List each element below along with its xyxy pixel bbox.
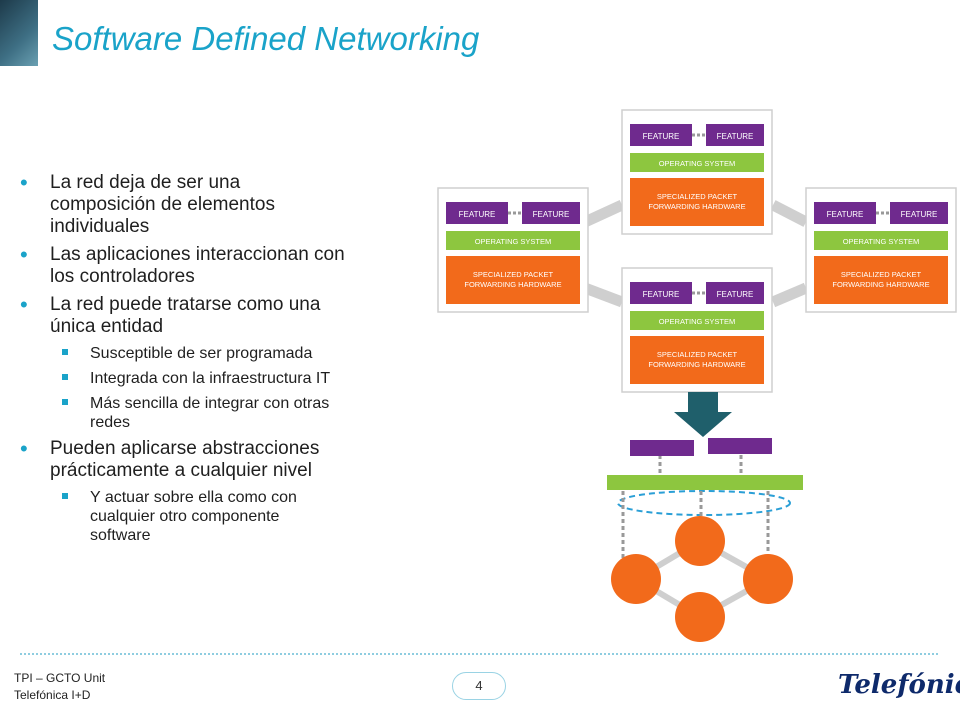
feature-block-left — [630, 124, 692, 146]
sub-bullet-item: Integrada con la infraestructura IT — [20, 369, 420, 388]
hardware-layer — [446, 256, 580, 304]
footer-divider — [20, 653, 938, 655]
link-left-bottom — [583, 282, 624, 308]
hardware-label-line1: SPECIALIZED PACKET — [657, 350, 738, 359]
device-middle: FEATURE FEATURE OPERATING SYSTEM SPECIALIZE… — [621, 267, 773, 393]
hardware-label-line1: SPECIALIZED PACKET — [473, 270, 554, 279]
hardware-label-line1: SPECIALIZED PACKET — [657, 192, 738, 201]
device-top: FEATURE FEATURE OPERATING SYSTEM SPECIALIZE… — [621, 109, 773, 235]
link-left-top — [582, 200, 625, 227]
sub-bullet-item: Susceptible de ser programada — [20, 344, 420, 363]
device-links — [582, 200, 809, 308]
os-layer — [446, 231, 580, 250]
hardware-layer — [814, 256, 948, 304]
controller-dashed-ring — [617, 490, 791, 516]
device-right: FEATURE FEATURE OPERATING SYSTEM SPECIALIZE… — [805, 187, 957, 313]
bullet-dot-icon: • — [20, 292, 28, 317]
footer-unit: TPI – GCTO Unit — [14, 671, 106, 685]
hardware-layer — [630, 336, 764, 384]
os-label: OPERATING SYSTEM — [843, 237, 920, 246]
hardware-label-line2: FORWARDING HARDWARE — [464, 280, 561, 289]
feature-label: FEATURE — [901, 210, 938, 219]
os-layer — [630, 153, 764, 172]
controller-bar — [607, 475, 803, 490]
os-label: OPERATING SYSTEM — [659, 159, 736, 168]
footer-info: TPI – GCTO Unit Telefónica I+D — [14, 670, 105, 704]
bullet-dot-icon: • — [20, 242, 28, 267]
hardware-label-line2: FORWARDING HARDWARE — [648, 202, 745, 211]
network-devices: FEATURE FEATURE OPERATING SYSTEM SPECIALIZE… — [437, 109, 957, 393]
feature-label: FEATURE — [459, 210, 496, 219]
bullet-square-icon — [62, 399, 68, 405]
hardware-label-line2: FORWARDING HARDWARE — [832, 280, 929, 289]
os-label: OPERATING SYSTEM — [659, 317, 736, 326]
hardware-layer — [630, 178, 764, 226]
network-node-left — [611, 554, 661, 604]
bullet-dot-icon: • — [20, 170, 28, 195]
feature-label: FEATURE — [717, 290, 754, 299]
bullet-text: Susceptible de ser programada — [90, 345, 313, 362]
controller-stack — [607, 438, 803, 570]
os-layer — [814, 231, 948, 250]
feature-block-right — [522, 202, 580, 224]
link-right-bottom — [770, 282, 809, 308]
feature-label: FEATURE — [827, 210, 864, 219]
down-arrow-icon — [674, 392, 732, 437]
bullet-square-icon — [62, 493, 68, 499]
page-number: 4 — [452, 672, 506, 700]
bullet-dot-icon: • — [20, 436, 28, 461]
feature-label: FEATURE — [533, 210, 570, 219]
link-right-top — [770, 200, 809, 227]
bullet-square-icon — [62, 349, 68, 355]
logo-text: Telefónica — [838, 670, 960, 700]
network-node-top — [675, 516, 725, 566]
feature-block-right — [706, 124, 764, 146]
os-label: OPERATING SYSTEM — [475, 237, 552, 246]
footer-org: Telefónica I+D — [14, 688, 91, 702]
feature-label: FEATURE — [717, 132, 754, 141]
network-node-right — [743, 554, 793, 604]
telefonica-logo: Telefónica — [838, 670, 960, 700]
feature-block-left — [814, 202, 876, 224]
feature-block-right — [706, 282, 764, 304]
feature-label: FEATURE — [643, 290, 680, 299]
feature-block-left — [446, 202, 508, 224]
header-accent-block — [0, 0, 38, 66]
page-title: Software Defined Networking — [52, 20, 480, 57]
app-block-right — [708, 438, 772, 454]
device-left: FEATURE FEATURE OPERATING SYSTEM SPECIALIZE… — [437, 187, 589, 313]
app-block-left — [630, 440, 694, 456]
feature-block-left — [630, 282, 692, 304]
network-node-bottom — [675, 592, 725, 642]
os-layer — [630, 311, 764, 330]
hardware-label-line2: FORWARDING HARDWARE — [648, 360, 745, 369]
node-graph — [611, 516, 793, 642]
bullet-square-icon — [62, 374, 68, 380]
hardware-label-line1: SPECIALIZED PACKET — [841, 270, 922, 279]
bullet-text: Integrada con la infraestructura IT — [90, 370, 331, 387]
feature-block-right — [890, 202, 948, 224]
feature-label: FEATURE — [643, 132, 680, 141]
